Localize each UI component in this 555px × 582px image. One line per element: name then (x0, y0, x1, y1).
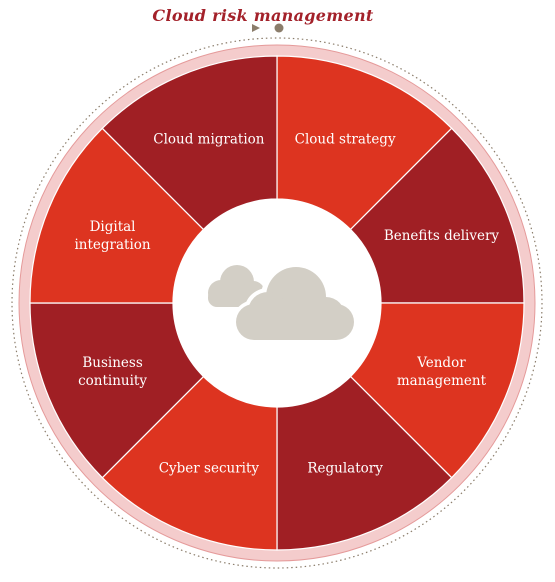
cloud-icon (208, 262, 358, 346)
segment-label-7: Cloud migration (153, 132, 265, 148)
segment-label-line: integration (74, 237, 150, 253)
segment-label-3: Regulatory (307, 460, 383, 476)
segment-label-line: Benefits delivery (384, 228, 500, 244)
large-cloud-shape (236, 267, 354, 340)
segment-label-line: Vendor (416, 355, 466, 371)
segment-label-line: Business (82, 355, 142, 371)
segment-label-6: Digital integration (74, 219, 150, 253)
dotted-orbit (11, 37, 543, 569)
diagram-title: Cloud risk management (152, 6, 373, 25)
dot-marker (274, 23, 284, 33)
segment-label-2: Vendor management (397, 355, 487, 389)
segment-label-1: Benefits delivery (384, 228, 500, 244)
segment-label-4: Cyber security (159, 460, 260, 476)
segment-label-line: Cloud strategy (295, 132, 396, 148)
segment-label-line: Regulatory (307, 460, 383, 476)
segment-label-5: Business continuity (78, 355, 147, 389)
segment-label-line: management (397, 373, 487, 389)
arrow-right-icon (252, 24, 260, 32)
segment-label-line: Cyber security (159, 460, 260, 476)
segment-label-0: Cloud strategy (295, 132, 396, 148)
segment-label-line: continuity (78, 373, 147, 389)
segment-label-line: Digital (90, 219, 136, 235)
segment-label-line: Cloud migration (153, 132, 265, 148)
